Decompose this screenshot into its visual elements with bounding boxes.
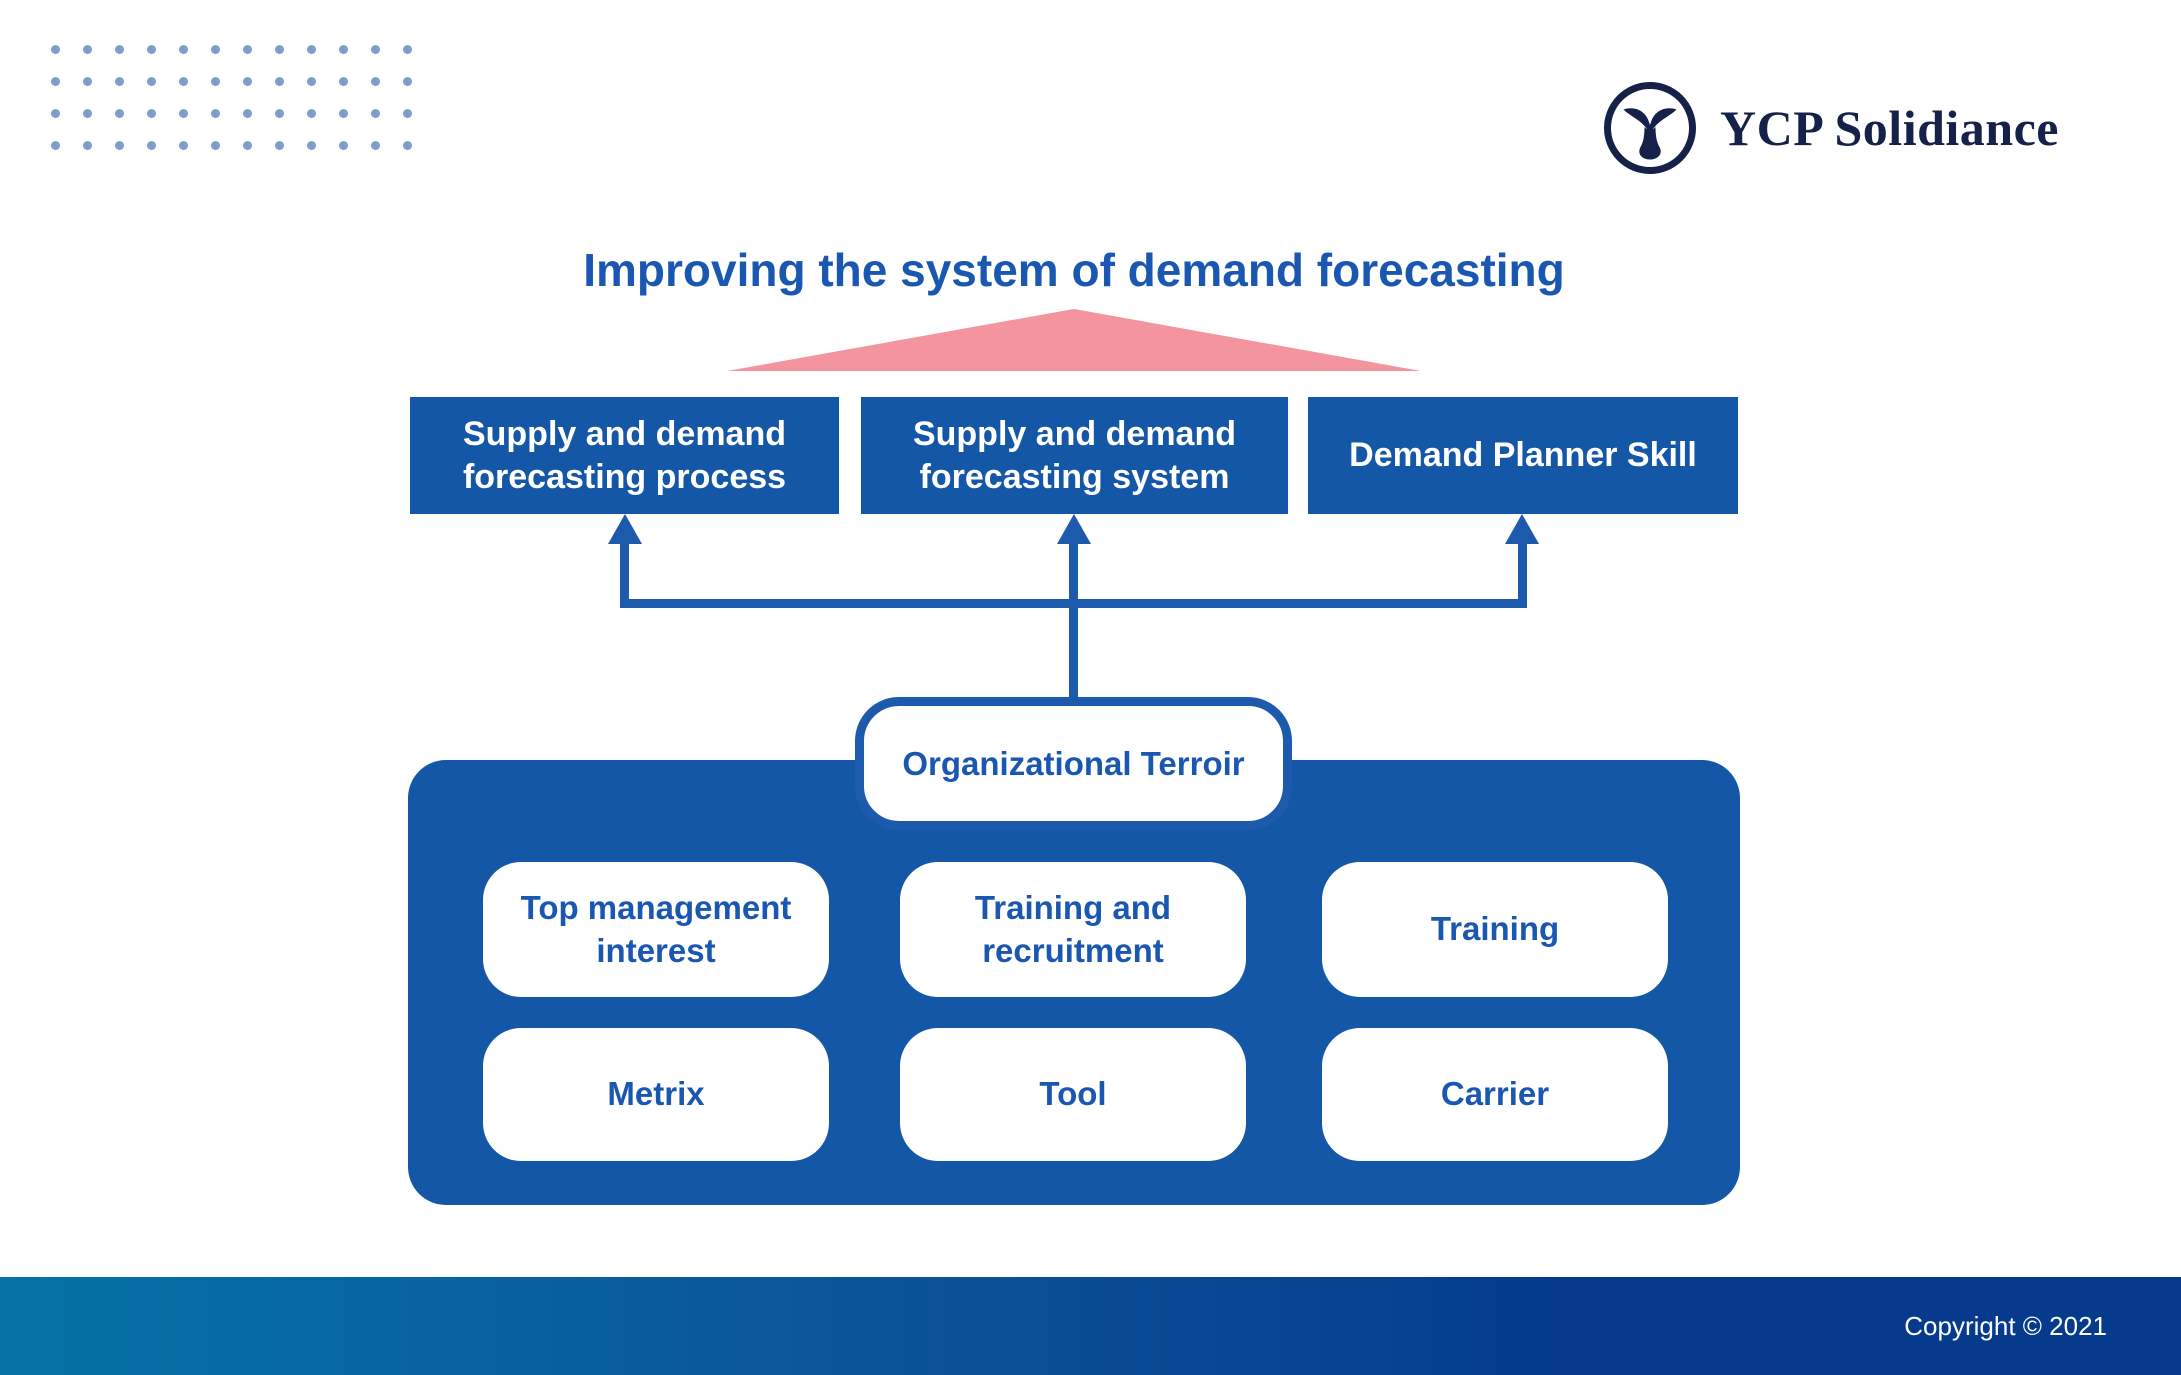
dot	[179, 141, 188, 150]
factor-training-and-recruitment: Training and recruitment	[900, 862, 1246, 997]
connector-stem-right	[1518, 542, 1527, 608]
hub-organizational-terroir: Organizational Terroir	[855, 697, 1292, 830]
dot	[115, 109, 124, 118]
ycp-logo-icon	[1604, 82, 1696, 174]
dot	[51, 45, 60, 54]
dot	[115, 141, 124, 150]
dot	[83, 141, 92, 150]
dot	[307, 141, 316, 150]
arrow-up-icon	[1505, 514, 1539, 544]
box-forecasting-process: Supply and demand forecasting process	[410, 397, 839, 514]
dot	[83, 109, 92, 118]
dot	[51, 141, 60, 150]
dot	[115, 45, 124, 54]
factor-tool: Tool	[900, 1028, 1246, 1161]
dot	[243, 109, 252, 118]
dot	[339, 45, 348, 54]
copyright-text: Copyright © 2021	[1904, 1310, 2107, 1341]
dot	[339, 141, 348, 150]
dot	[403, 109, 412, 118]
factor-training: Training	[1322, 862, 1668, 997]
dot	[403, 77, 412, 86]
dot	[211, 77, 220, 86]
dot	[403, 141, 412, 150]
box-forecasting-system: Supply and demand forecasting system	[861, 397, 1288, 514]
dot	[275, 45, 284, 54]
dot	[307, 109, 316, 118]
dot	[83, 77, 92, 86]
dot	[371, 77, 380, 86]
box-demand-planner-skill: Demand Planner Skill	[1308, 397, 1738, 514]
dot	[179, 45, 188, 54]
dot	[179, 109, 188, 118]
dot	[83, 45, 92, 54]
dot	[339, 109, 348, 118]
dot	[243, 77, 252, 86]
factor-metrix: Metrix	[483, 1028, 829, 1161]
triangle-connector	[727, 309, 1421, 371]
dot	[371, 45, 380, 54]
dot	[339, 77, 348, 86]
logo-text: YCP Solidiance	[1720, 100, 2059, 156]
dot-pattern	[51, 45, 419, 155]
dot	[307, 45, 316, 54]
dot	[147, 77, 156, 86]
dot	[211, 45, 220, 54]
dot	[211, 141, 220, 150]
dot	[275, 141, 284, 150]
page-title: Improving the system of demand forecasti…	[583, 244, 1565, 296]
footer-bar: Copyright © 2021	[0, 1277, 2181, 1375]
dot	[371, 109, 380, 118]
dot	[243, 45, 252, 54]
factor-top-management-interest: Top management interest	[483, 862, 829, 997]
factor-carrier: Carrier	[1322, 1028, 1668, 1161]
arrow-up-icon	[1057, 514, 1091, 544]
logo: YCP Solidiance	[1598, 76, 2059, 180]
dot	[403, 45, 412, 54]
dot	[147, 45, 156, 54]
dot	[275, 77, 284, 86]
arrow-up-icon	[608, 514, 642, 544]
dot	[51, 109, 60, 118]
dot	[211, 109, 220, 118]
connector-stem-left	[620, 542, 629, 608]
dot	[243, 141, 252, 150]
dot	[307, 77, 316, 86]
dot	[275, 109, 284, 118]
dot	[147, 109, 156, 118]
dot	[371, 141, 380, 150]
dot	[51, 77, 60, 86]
connector-stem-center	[1069, 542, 1078, 702]
dot	[115, 77, 124, 86]
dot	[147, 141, 156, 150]
dot	[179, 77, 188, 86]
